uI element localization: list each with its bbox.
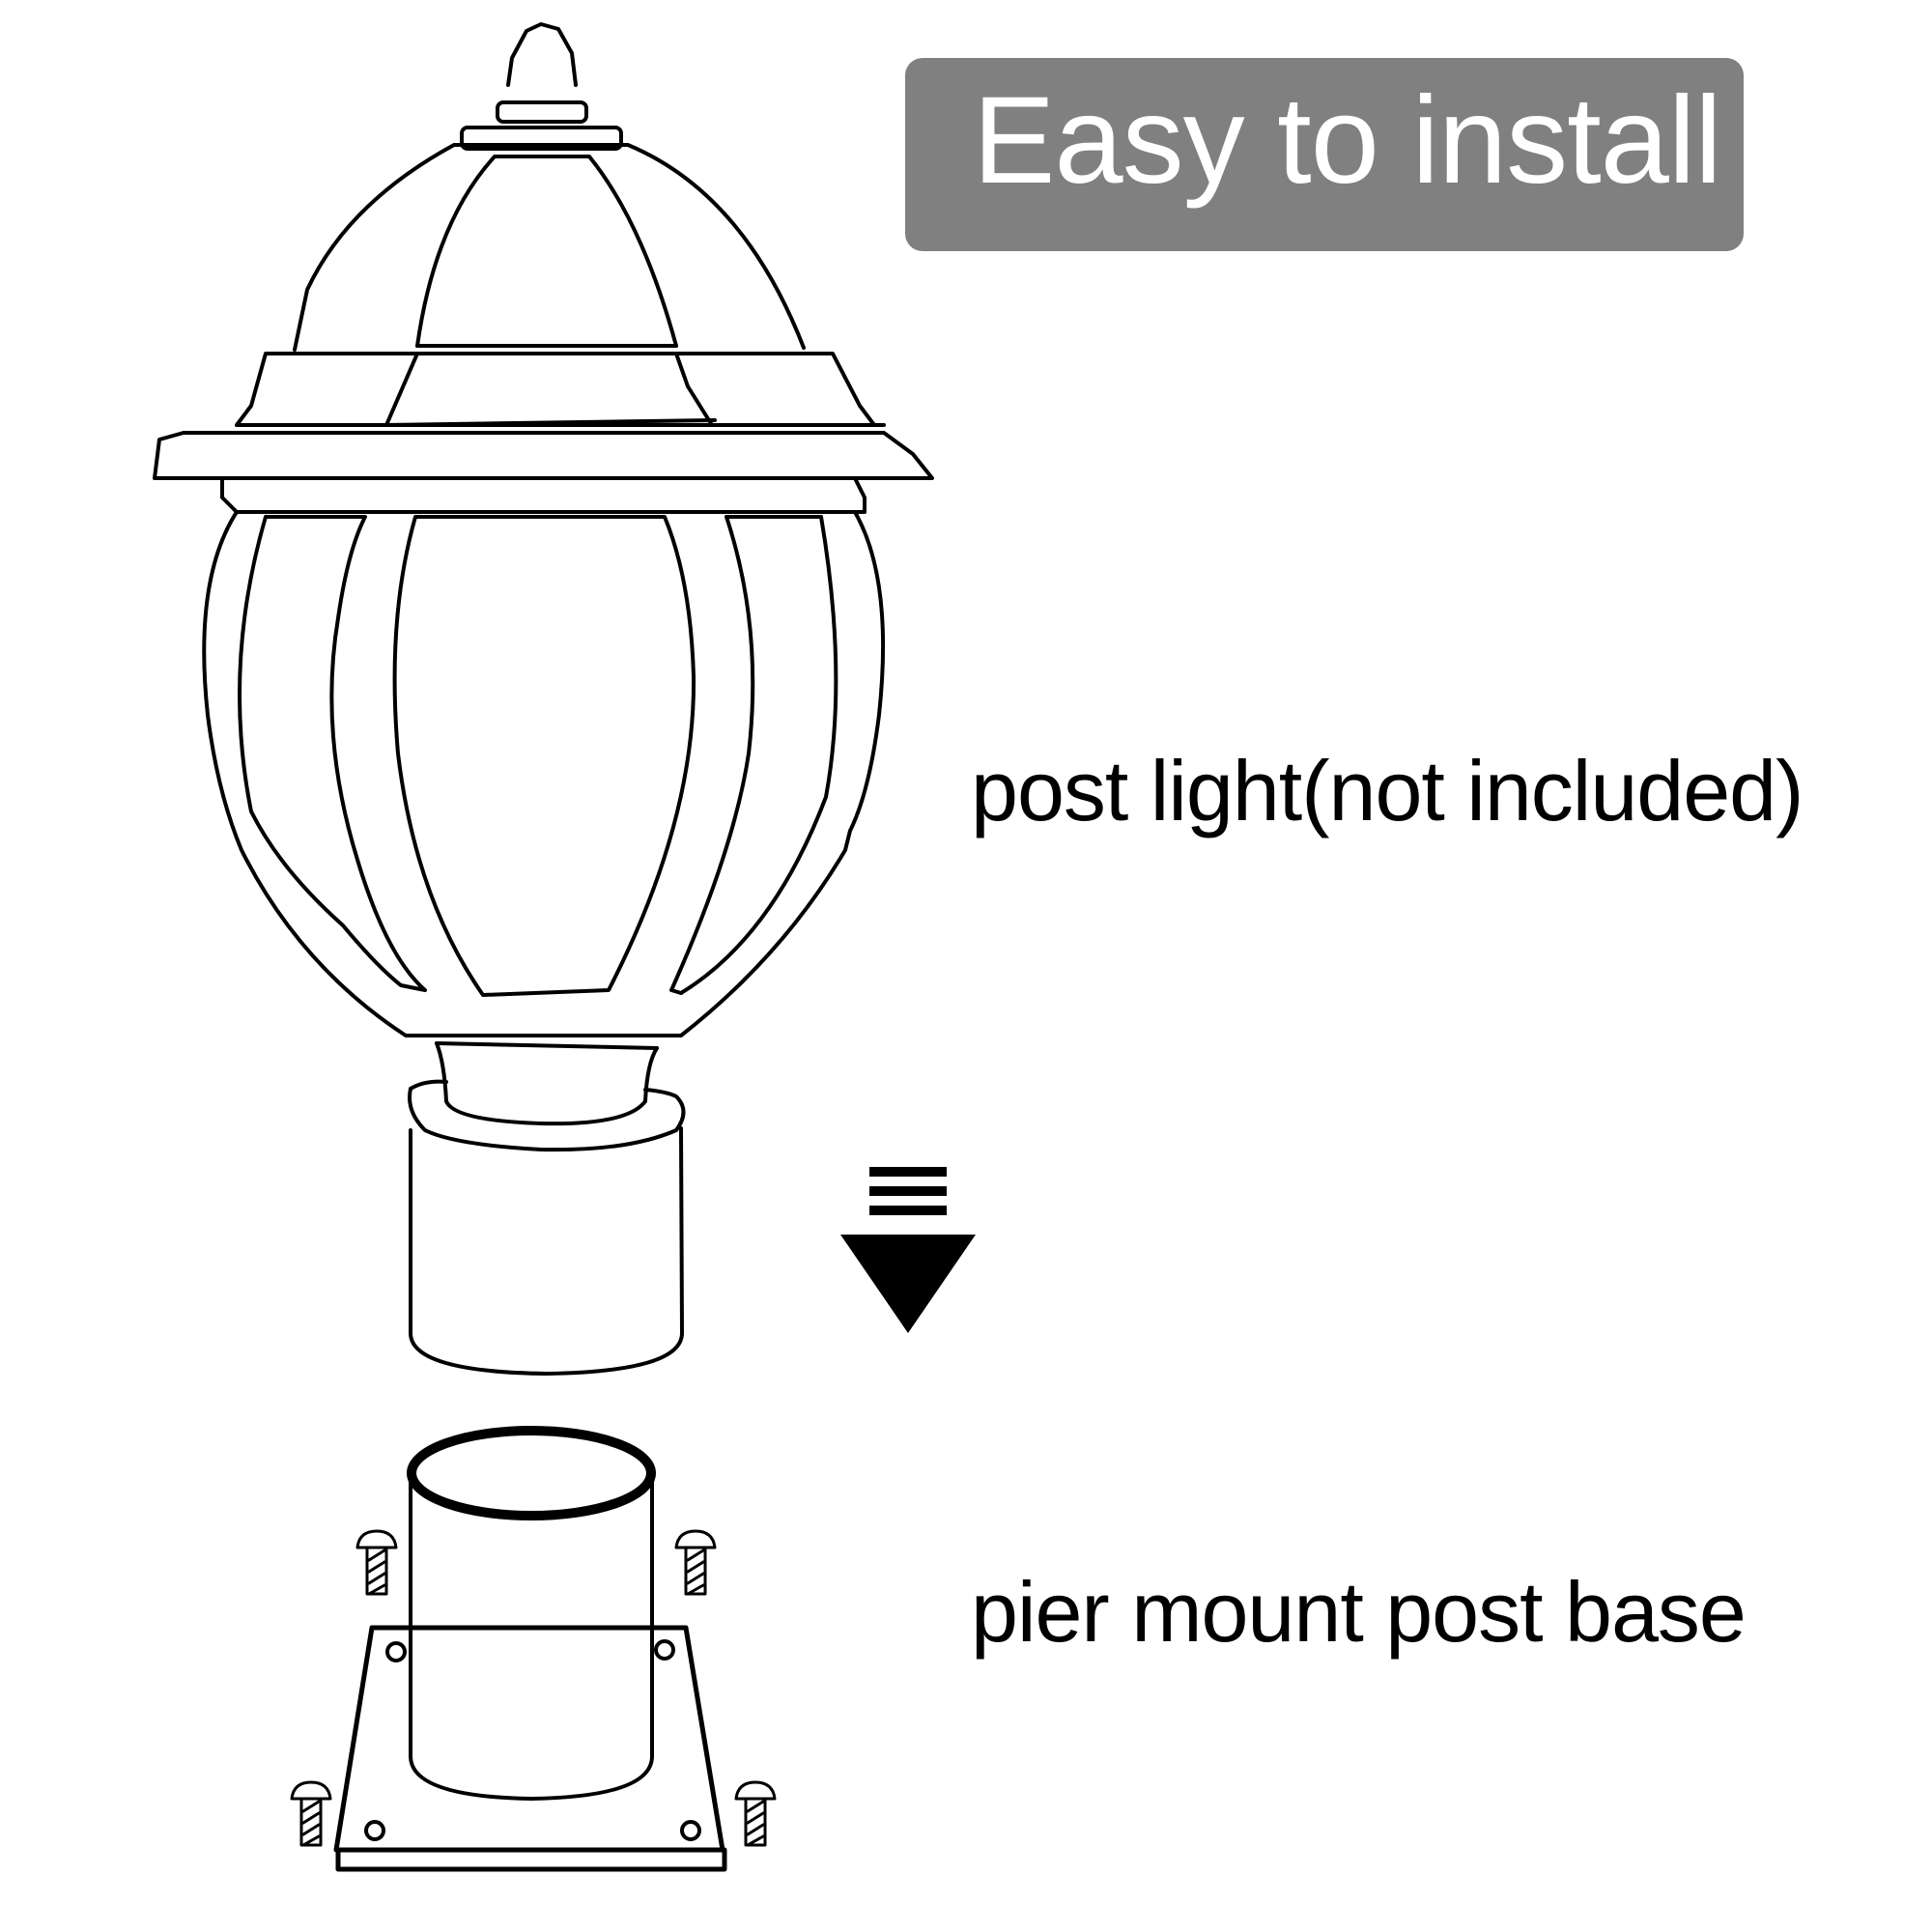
- post-base-label: pier mount post base: [971, 1564, 1747, 1660]
- mount-hole: [654, 1639, 675, 1661]
- mount-hole: [364, 1820, 385, 1841]
- lamp-finial-collar: [496, 100, 588, 124]
- title-badge: Easy to install: [905, 58, 1744, 251]
- post-light-illustration: [153, 22, 934, 1376]
- lamp-neck: [435, 1041, 448, 1103]
- lamp-brim: [153, 431, 934, 480]
- screw-icon: [290, 1780, 332, 1847]
- base-tube-bottom: [409, 1754, 654, 1801]
- title-text: Easy to install: [973, 71, 1722, 210]
- post-light-label: post light(not included): [971, 743, 1804, 838]
- mount-hole: [385, 1641, 407, 1662]
- lamp-dome: [293, 143, 806, 352]
- lamp-glass-panel-right: [669, 515, 838, 995]
- lamp-dome-panel: [415, 155, 678, 348]
- lamp-fitter-top: [408, 1087, 686, 1152]
- screw-icon: [355, 1529, 398, 1596]
- lamp-glass-panel-left: [238, 515, 427, 992]
- screw-icon: [674, 1529, 717, 1596]
- post-base-illustration: [333, 1426, 727, 1872]
- lamp-glass-panel-center: [392, 515, 696, 997]
- base-plate-edge: [335, 1847, 727, 1872]
- base-tube-opening: [407, 1426, 656, 1520]
- lamp-fitter-bottom: [409, 1331, 684, 1376]
- lamp-top-cap: [460, 126, 623, 151]
- mount-hole: [680, 1820, 701, 1841]
- lamp-finial: [506, 22, 578, 87]
- screw-icon: [734, 1780, 777, 1847]
- down-arrow-icon: [840, 1167, 976, 1333]
- lamp-globe: [202, 510, 886, 1037]
- lamp-canopy: [235, 352, 886, 427]
